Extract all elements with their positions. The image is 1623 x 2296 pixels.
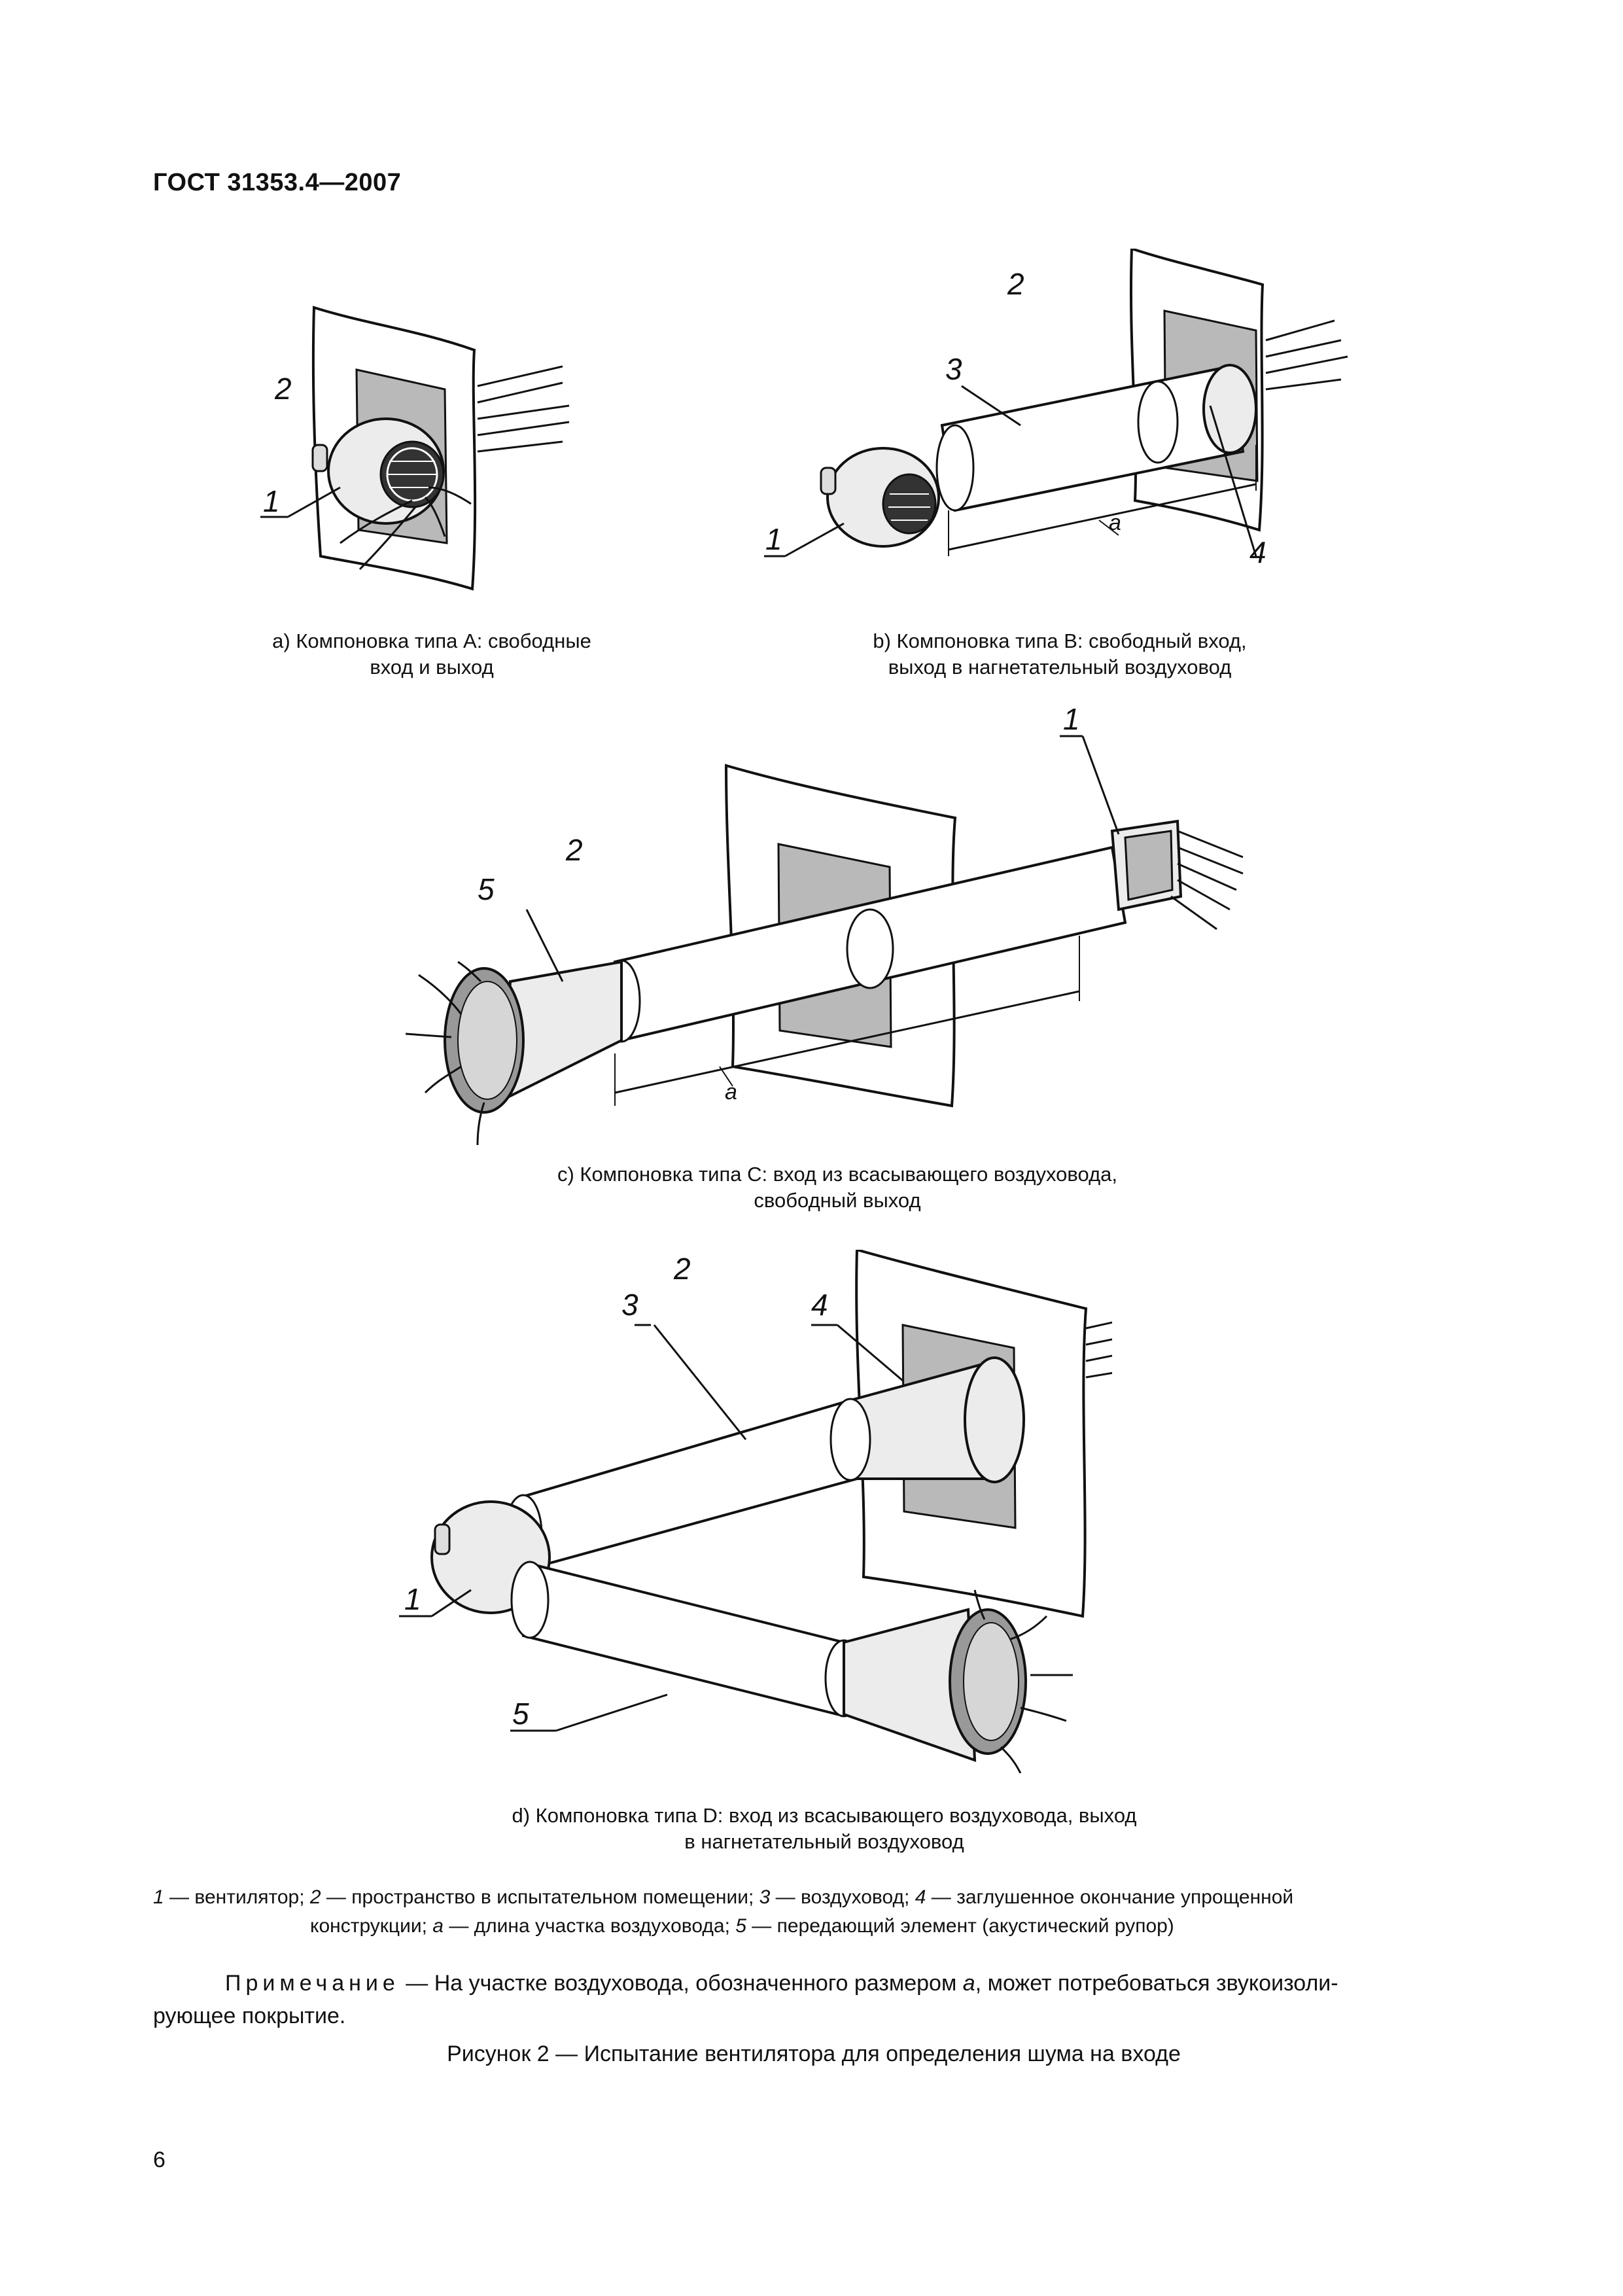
label-1: 1 — [1063, 702, 1080, 736]
note: Примечание — На участке воздуховода, обо… — [153, 1971, 1338, 2028]
label-3: 3 — [621, 1288, 638, 1322]
label-4: 4 — [1249, 535, 1266, 569]
label-a: а — [725, 1080, 737, 1104]
figure-d-drawing: 2 3 4 1 5 — [393, 1250, 1112, 1773]
label-5: 5 — [512, 1697, 529, 1731]
caption-b: b) Компоновка типа В: свободный вход, вы… — [873, 629, 1247, 679]
label-2: 2 — [673, 1252, 691, 1286]
label-3: 3 — [945, 352, 962, 386]
label-5: 5 — [478, 872, 495, 906]
document-header: ГОСТ 31353.4—2007 — [153, 169, 402, 196]
figure-a-drawing: 2 1 — [249, 301, 602, 595]
label-2: 2 — [565, 833, 583, 867]
figure-c-drawing: 1 2 5 а — [406, 700, 1269, 1158]
label-a: а — [1109, 510, 1121, 535]
figure-title: Рисунок 2 — Испытание вентилятора для оп… — [447, 2041, 1181, 2066]
page-number: 6 — [153, 2147, 166, 2172]
label-4: 4 — [811, 1288, 828, 1322]
caption-d: d) Компоновка типа D: вход из всасывающе… — [512, 1804, 1137, 1853]
label-1: 1 — [765, 522, 782, 556]
label-1: 1 — [404, 1582, 421, 1616]
caption-a: а) Компоновка типа А: свободные вход и в… — [272, 629, 591, 679]
figure-legend: 1 — вентилятор; 2 — пространство в испыт… — [153, 1886, 1294, 1937]
caption-c: с) Компоновка типа С: вход из всасывающе… — [557, 1163, 1118, 1212]
label-2: 2 — [1007, 267, 1024, 301]
label-1: 1 — [263, 484, 280, 518]
figure-b-drawing: 2 3 1 4 а — [746, 249, 1439, 589]
label-2: 2 — [274, 372, 292, 406]
